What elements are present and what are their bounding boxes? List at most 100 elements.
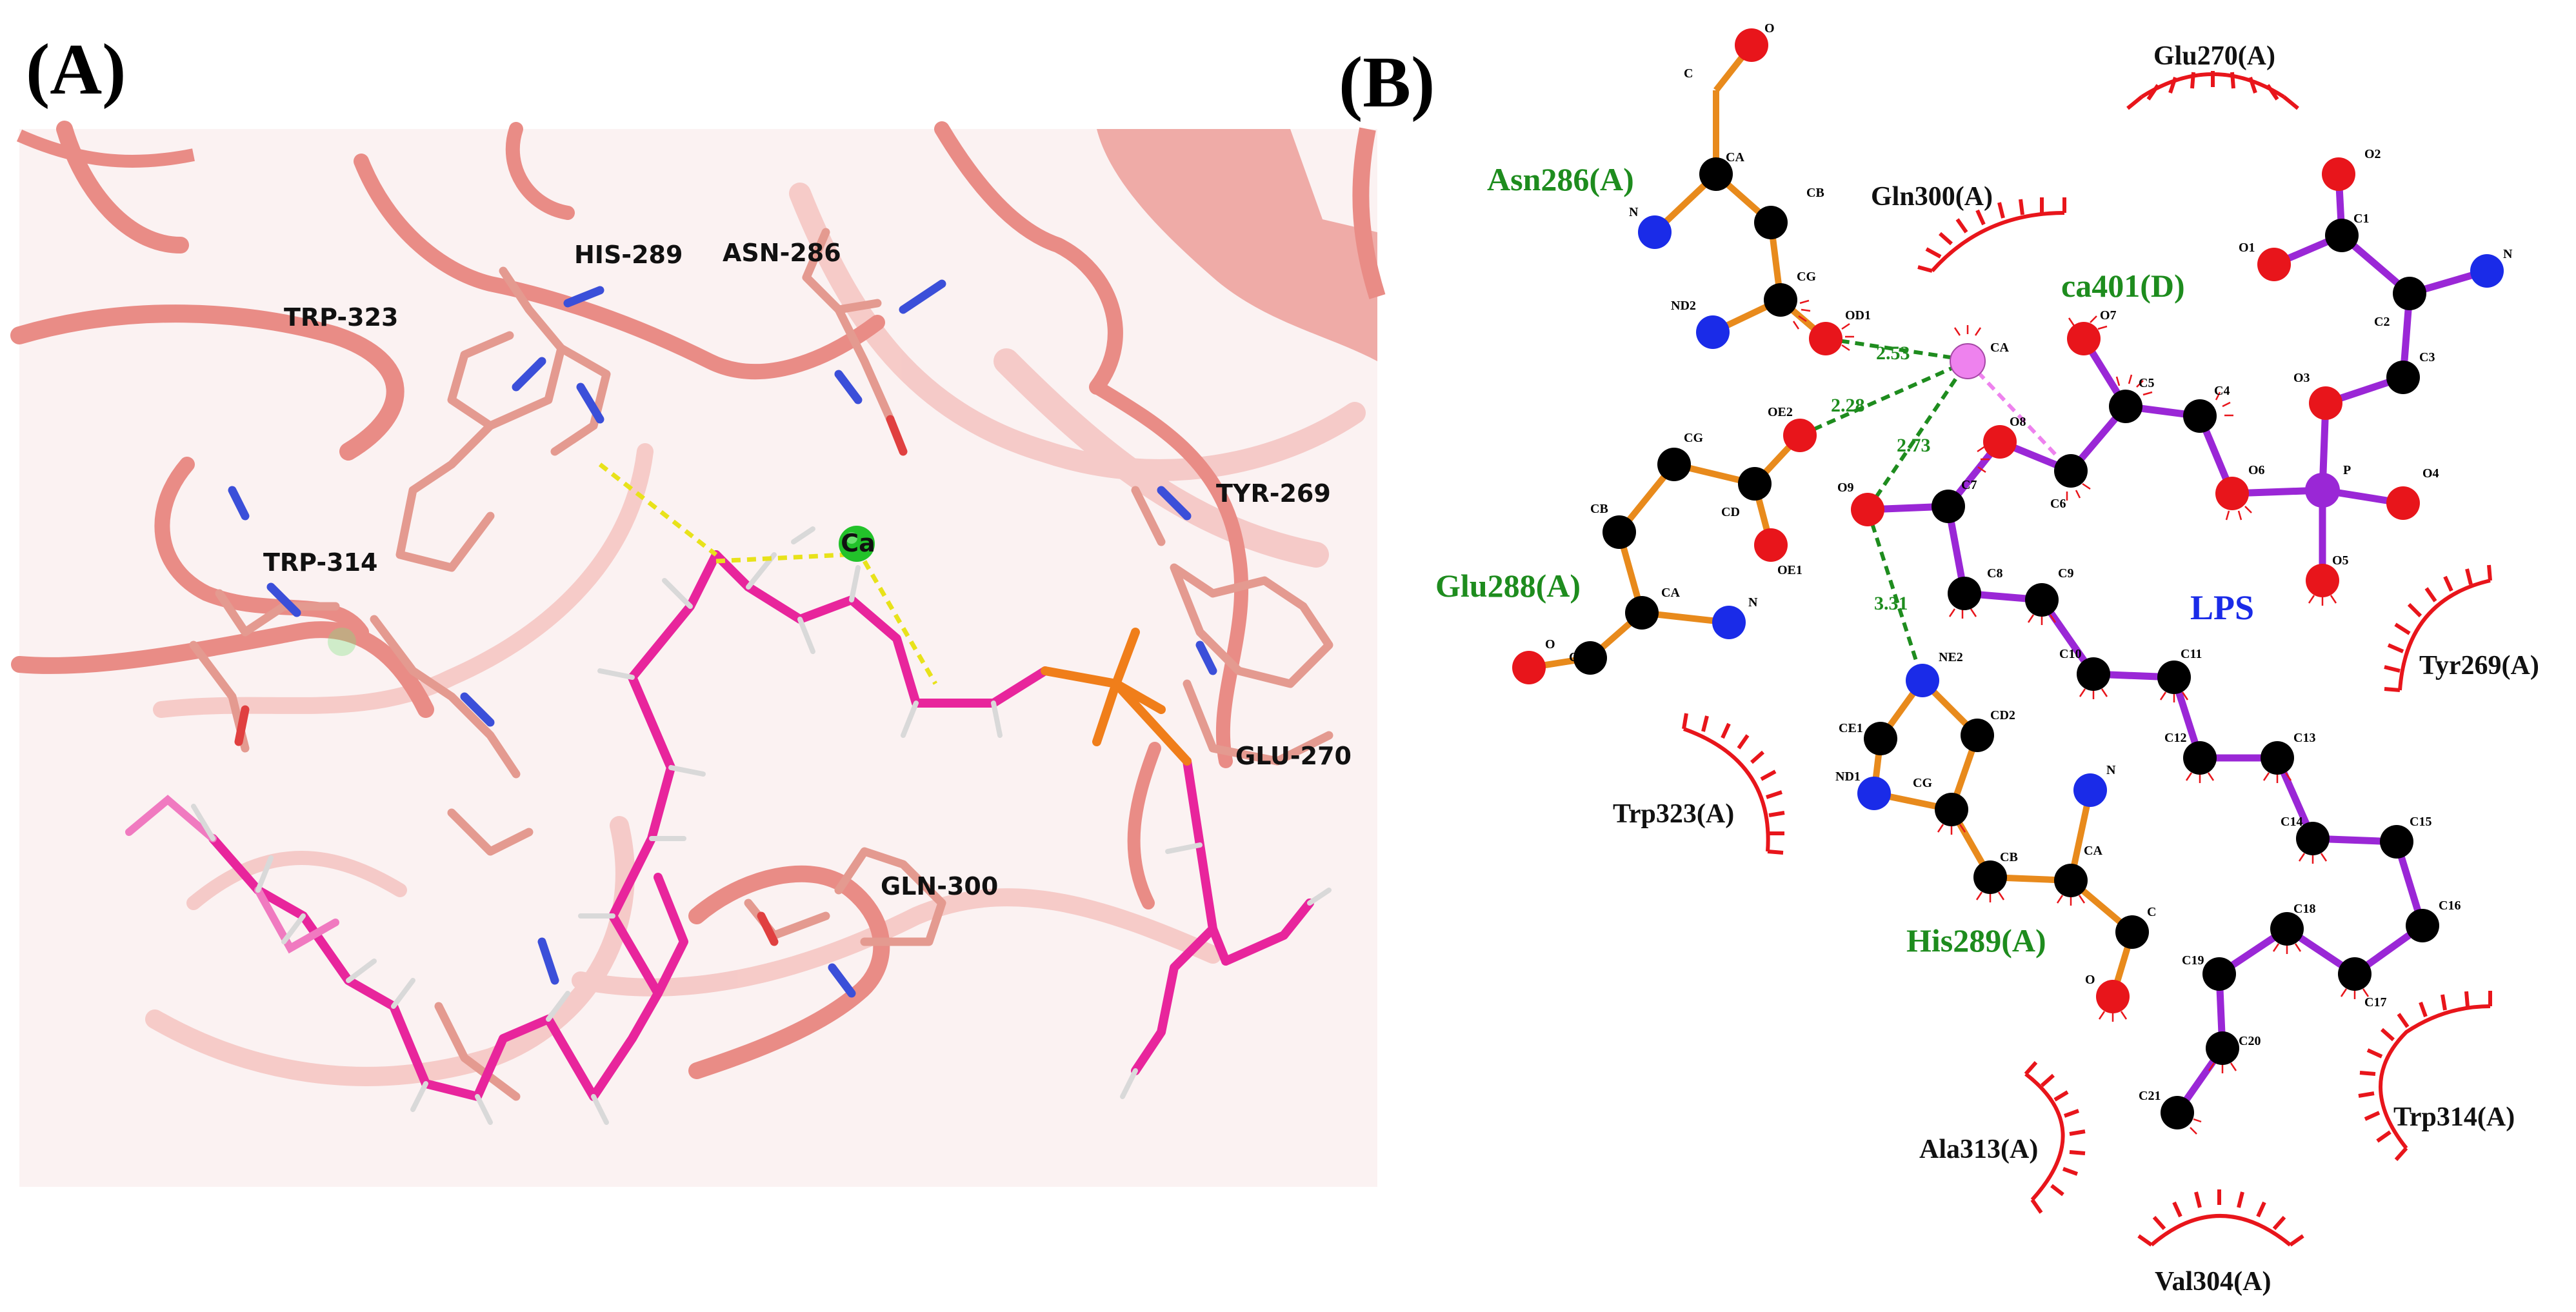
panel-a-label: (A) — [26, 30, 126, 110]
atom-oxygen — [2309, 386, 2342, 420]
atom-carbon — [2386, 361, 2420, 394]
atom-label: N — [1629, 205, 1639, 219]
atom-carbon — [1932, 490, 1965, 523]
calcium-ion-faded — [328, 628, 356, 656]
atom-label: CG — [1797, 270, 1816, 284]
atom-nitrogen — [1712, 606, 1746, 639]
atom-carbon — [2261, 741, 2294, 775]
atom-calcium — [1950, 343, 1986, 379]
nitrogen-tips — [228, 279, 1217, 998]
atom-carbon — [1603, 515, 1636, 549]
atom-label: O9 — [1837, 481, 1854, 495]
atom-label: CB — [2000, 850, 2018, 864]
atom-label: ND2 — [1671, 299, 1696, 313]
atom-nitrogen — [1857, 777, 1891, 810]
atom-label: C19 — [2182, 953, 2204, 968]
atom-carbon — [2183, 741, 2217, 775]
atom-oxygen — [2215, 477, 2249, 510]
atom-carbon — [1948, 577, 1981, 610]
atom-label: CG — [1684, 431, 1703, 445]
atom-nitrogen — [2470, 254, 2504, 288]
distance-label: 2.73 — [1897, 435, 1931, 456]
atom-label: C — [1569, 650, 1578, 664]
atom-label: C5 — [2139, 376, 2154, 390]
atom-nitrogen — [2073, 773, 2107, 807]
atom-label: O3 — [2293, 371, 2310, 385]
atom-label: C — [1684, 66, 1693, 81]
residue-label-his289: His289(A) — [1906, 922, 2046, 959]
atom-oxygen — [2306, 564, 2339, 597]
phosphate-group — [1041, 628, 1192, 766]
residue-label-ca401: ca401(D) — [2061, 268, 2185, 304]
atom-label: C13 — [2293, 731, 2315, 745]
residue-labels-a: HIS-289 ASN-286 TRP-323 TRP-314 TYR-269 … — [263, 239, 1352, 900]
atom-carbon — [1573, 641, 1607, 675]
arc-ala313 — [2024, 1061, 2086, 1214]
atom-label: O5 — [2332, 553, 2349, 568]
label-trp-323: TRP-323 — [284, 303, 398, 332]
contact-spokes — [1792, 299, 2370, 1135]
lps-bonds — [1867, 174, 2488, 1115]
panel-a: (A) — [10, 30, 1386, 1187]
atom-oxygen — [2257, 248, 2291, 281]
ribbon-edge — [1352, 127, 1386, 299]
residue-label-glu270: Glu270(A) — [2153, 41, 2275, 71]
hydrogen-stubs — [191, 526, 1332, 1125]
atom-nitrogen — [1696, 315, 1730, 349]
label-asn-286: ASN-286 — [723, 239, 841, 267]
atom-oxygen — [1735, 28, 1768, 62]
atom-label: NE2 — [1939, 650, 1963, 664]
atom-label: C2 — [2374, 315, 2390, 329]
atom-label: CD2 — [1990, 708, 2015, 722]
atom-label: N — [2503, 247, 2513, 261]
arc-glu270 — [2126, 71, 2299, 110]
oxygen-tips — [234, 415, 908, 946]
atom-label: C11 — [2181, 647, 2202, 661]
atom-label: C7 — [1961, 478, 1977, 492]
atom-oxygen — [1512, 651, 1546, 684]
residue-label-val304: Val304(A) — [2155, 1267, 2271, 1297]
atom-carbon — [1864, 722, 1897, 755]
atom-label: O2 — [2364, 147, 2381, 161]
atom-phosphorus — [2305, 473, 2340, 508]
atom-label: C14 — [2281, 815, 2302, 829]
atom-carbon — [2115, 915, 2149, 949]
atom-label: CG — [1913, 776, 1932, 790]
arc-val304 — [2137, 1189, 2304, 1247]
atom-nitrogen — [1906, 664, 1939, 697]
atom-label: C15 — [2410, 815, 2431, 829]
atom-label: C21 — [2139, 1089, 2161, 1103]
atom-carbon — [2380, 825, 2413, 859]
atom-carbon — [2054, 864, 2088, 897]
atom-carbon — [1961, 719, 1994, 752]
atom-label: O — [2085, 973, 2095, 987]
atom-carbon — [1754, 206, 1788, 239]
atom-label: C10 — [2059, 647, 2081, 661]
arc-tyr269 — [2384, 564, 2492, 692]
atom-carbon — [2157, 661, 2191, 694]
atom-label: ND1 — [1835, 770, 1861, 784]
atom-carbon — [2077, 657, 2110, 691]
residue-label-gln300: Gln300(A) — [1871, 182, 1993, 212]
atom-carbon — [1625, 596, 1659, 630]
atom-oxygen — [1809, 322, 1842, 355]
atom-label: C3 — [2419, 350, 2435, 364]
atom-oxygen — [2386, 486, 2420, 520]
residue-label-ala313: Ala313(A) — [1919, 1135, 2038, 1164]
atom-carbon — [2183, 399, 2217, 433]
atom-carbon — [2161, 1096, 2194, 1129]
atom-label: C4 — [2214, 384, 2230, 398]
hbond-lines-b — [1799, 337, 1970, 681]
arc-trp314 — [2358, 991, 2492, 1161]
atom-oxygen — [2096, 980, 2130, 1013]
atom-label: CA — [2084, 844, 2102, 858]
ligand-sticks-light — [125, 795, 339, 954]
atom-label: CA — [1990, 341, 2009, 355]
atom-label: P — [2343, 463, 2351, 477]
atom-oxygen — [2322, 157, 2355, 191]
atom-label: C12 — [2164, 731, 2186, 745]
calcium-ion-label: Ca — [841, 529, 875, 557]
beta-sheet — [1097, 129, 1377, 361]
label-his-289: HIS-289 — [574, 241, 683, 269]
